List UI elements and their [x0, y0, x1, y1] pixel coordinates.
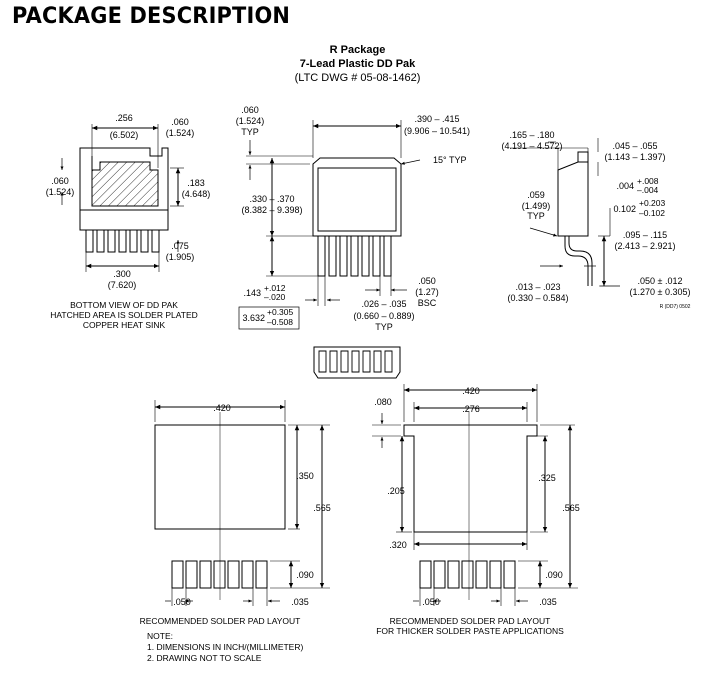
pr-width: .420 [462, 386, 480, 396]
sv-d: .004 [616, 181, 634, 191]
pr-inner: .276 [462, 404, 480, 414]
sv-b-mm: (1.143 – 1.397) [604, 152, 665, 162]
sv-c: .059 [527, 190, 545, 200]
sv-g: .050 ± .012 [638, 276, 683, 286]
bv-span: .300 [113, 269, 131, 279]
end-view [313, 346, 401, 379]
fv-top: .060 [241, 105, 259, 115]
pl-width: .420 [213, 403, 231, 413]
pr-caption-1: RECOMMENDED SOLDER PAD LAYOUT [390, 616, 551, 626]
fv-lead-len-tol-minus: –.020 [264, 292, 286, 302]
fv-lead-len: .143 [243, 288, 261, 298]
bv-caption-3: COPPER HEAT SINK [83, 320, 166, 330]
package-type: 7-Lead Plastic DD Pak [299, 58, 416, 70]
fv-body-mm: (8.382 – 9.398) [241, 205, 302, 215]
pr-step: .080 [374, 397, 392, 407]
sv-d-mm-tol-minus: –0.102 [639, 208, 665, 218]
front-view [238, 120, 421, 330]
sv-d-mm-tol-plus: +0.203 [639, 198, 666, 208]
bv-caption-2: HATCHED AREA IS SOLDER PLATED [50, 310, 198, 320]
fv-pitch-mm: (1.27) [415, 287, 439, 297]
sv-a: .165 – .180 [509, 130, 554, 140]
sv-d-mm: 0.102 [613, 204, 636, 214]
sv-e-mm: (2.413 – 2.921) [614, 241, 675, 251]
pl-total-h: .565 [313, 503, 331, 513]
bottom-view [60, 124, 184, 272]
fv-lead-len-tol-plus: +.012 [264, 283, 286, 293]
fv-pitch-bsc: BSC [418, 298, 437, 308]
fv-width-mm: (9.906 – 10.541) [404, 126, 470, 136]
sv-a-mm: (4.191 – 4.572) [501, 141, 562, 151]
drawing-number: (LTC DWG # 05-08-1462) [294, 72, 421, 84]
sv-c-mm: (1.499) [522, 201, 551, 211]
bv-caption-1: BOTTOM VIEW OF DD PAK [70, 300, 178, 310]
side-view [510, 138, 620, 287]
fv-lead-w-typ: TYP [375, 322, 393, 332]
fv-lead-w-mm: (0.660 – 0.889) [353, 311, 414, 321]
pr-lead-h: .090 [545, 570, 563, 580]
pr-pad: .325 [538, 473, 556, 483]
sv-d-tol-plus: +.008 [637, 176, 659, 186]
bv-left: .060 [51, 176, 69, 186]
pad-layout-left-leads [171, 560, 268, 589]
bv-height-mm: (4.648) [182, 189, 211, 199]
fv-pitch: .050 [418, 276, 436, 286]
pr-bottom: .320 [389, 540, 407, 550]
bv-height: .183 [187, 178, 205, 188]
package-name: R Package [329, 44, 386, 56]
fv-lead-len-mm-tol-minus: –0.508 [267, 317, 293, 327]
fv-lead-w: .026 – .035 [361, 299, 406, 309]
bv-lead-mm: (1.905) [166, 252, 195, 262]
sv-f-mm: (0.330 – 0.584) [507, 293, 568, 303]
pl-pad-h: .350 [296, 471, 314, 481]
pr-pitch: .050 [422, 597, 440, 607]
pl-caption: RECOMMENDED SOLDER PAD LAYOUT [140, 616, 301, 626]
note-1: 1. DIMENSIONS IN INCH/(MILLIMETER) [147, 642, 303, 652]
bv-tab-mm: (1.524) [166, 128, 195, 138]
sv-d-tol-minus: –.004 [637, 185, 659, 195]
bv-left-mm: (1.524) [46, 187, 75, 197]
pad-layout-left [154, 400, 330, 606]
pl-lead-h: .090 [296, 570, 314, 580]
fv-angle: 15° TYP [433, 155, 466, 165]
pl-lead-w: .035 [291, 597, 309, 607]
fv-body: .330 – .370 [249, 194, 294, 204]
bv-tab: .060 [171, 117, 189, 127]
pr-caption-2: FOR THICKER SOLDER PASTE APPLICATIONS [376, 626, 564, 636]
bv-width-mm: (6.502) [110, 130, 139, 140]
note-heading: NOTE: [147, 631, 173, 641]
sv-b: .045 – .055 [612, 141, 657, 151]
bv-width: .256 [115, 113, 133, 123]
pl-pitch: .050 [173, 597, 191, 607]
sv-e: .095 – .115 [623, 230, 667, 240]
page-title: PACKAGE DESCRIPTION [12, 4, 291, 29]
bv-span-mm: (7.620) [108, 280, 137, 290]
bv-lead: .075 [171, 241, 189, 251]
front-view-leads [317, 235, 392, 277]
pr-total: .565 [562, 503, 580, 513]
sv-code: R (DD7) 0502 [660, 304, 691, 310]
sv-c-typ: TYP [527, 211, 545, 221]
fv-top-mm: (1.524) [236, 116, 265, 126]
pad-layout-right [372, 384, 578, 606]
pr-lead-w: .035 [539, 597, 557, 607]
fv-width: .390 – .415 [414, 114, 459, 124]
sv-f: .013 – .023 [515, 282, 560, 292]
fv-lead-len-mm: 3.632 [242, 313, 265, 323]
fv-top-typ: TYP [241, 127, 259, 137]
note-2: 2. DRAWING NOT TO SCALE [147, 653, 262, 663]
fv-lead-len-mm-tol-plus: +0.305 [267, 307, 294, 317]
bottom-view-leads [85, 229, 160, 253]
pr-side: .205 [387, 486, 405, 496]
pad-layout-right-leads [419, 560, 516, 589]
sv-g-mm: (1.270 ± 0.305) [630, 287, 691, 297]
